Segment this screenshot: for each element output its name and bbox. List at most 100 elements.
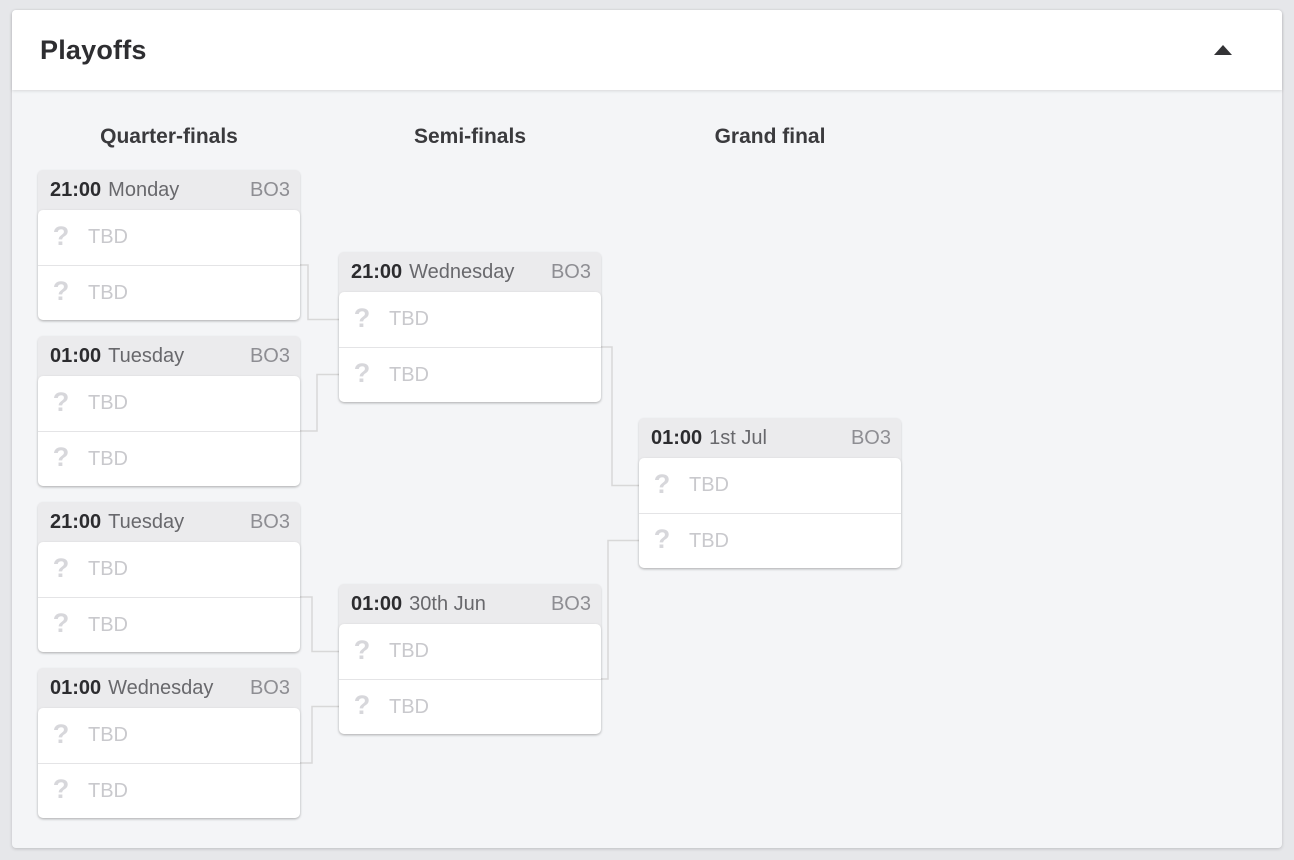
caret-up-icon <box>1214 45 1232 55</box>
match-time: 21:00 <box>351 260 403 283</box>
collapse-button[interactable] <box>1204 35 1242 65</box>
team-slot: ? TBD <box>38 376 300 431</box>
match-header: 01:00 30th Jun BO3 <box>339 584 601 624</box>
match-format: BO3 <box>249 676 290 699</box>
connector-line <box>601 539 639 680</box>
team-slot: ? TBD <box>639 458 901 513</box>
team-slot: ? TBD <box>38 708 300 763</box>
team-slot: ? TBD <box>639 513 901 568</box>
team-name: TBD <box>689 474 729 496</box>
connector-line <box>601 346 639 487</box>
team-slot: ? TBD <box>38 431 300 486</box>
match-teams: ? TBD ? TBD <box>339 624 601 734</box>
unknown-team-icon: ? <box>52 608 70 638</box>
match-header: 21:00 Monday BO3 <box>38 170 300 210</box>
match-teams: ? TBD ? TBD <box>639 458 901 568</box>
team-slot: ? TBD <box>339 347 601 402</box>
team-slot: ? TBD <box>38 597 300 652</box>
match-header: 01:00 Wednesday BO3 <box>38 668 300 708</box>
team-name: TBD <box>88 281 128 304</box>
match-header: 21:00 Wednesday BO3 <box>339 252 601 292</box>
match-card[interactable]: 21:00 Tuesday BO3 ? TBD ? TBD <box>38 502 300 652</box>
team-name: TBD <box>88 724 128 746</box>
match-time: 01:00 <box>651 426 703 449</box>
match-card[interactable]: 01:00 30th Jun BO3 ? TBD ? TBD <box>339 584 601 734</box>
team-name: TBD <box>88 447 128 470</box>
unknown-team-icon: ? <box>52 276 70 306</box>
match-card[interactable]: 21:00 Monday BO3 ? TBD ? TBD <box>38 170 300 320</box>
unknown-team-icon: ? <box>52 220 70 251</box>
match-card[interactable]: 21:00 Wednesday BO3 ? TBD ? TBD <box>339 252 601 402</box>
team-slot: ? TBD <box>339 624 601 679</box>
bracket-area: Quarter-finals Semi-finals Grand final 2… <box>12 90 1282 848</box>
match-format: BO3 <box>249 178 290 201</box>
team-name: TBD <box>88 613 128 636</box>
match-format: BO3 <box>249 510 290 533</box>
team-name: TBD <box>389 363 429 386</box>
unknown-team-icon: ? <box>353 690 371 720</box>
match-date: Tuesday <box>108 344 185 367</box>
match-time: 01:00 <box>351 592 403 615</box>
team-slot: ? TBD <box>38 542 300 597</box>
match-date: Wednesday <box>108 676 214 699</box>
team-name: TBD <box>88 558 128 580</box>
unknown-team-icon: ? <box>52 386 70 417</box>
team-slot: ? TBD <box>38 265 300 320</box>
match-time: 21:00 <box>50 178 102 201</box>
match-teams: ? TBD ? TBD <box>38 542 300 652</box>
unknown-team-icon: ? <box>52 552 70 583</box>
match-card[interactable]: 01:00 Tuesday BO3 ? TBD ? TBD <box>38 336 300 486</box>
team-name: TBD <box>88 392 128 414</box>
match-format: BO3 <box>550 592 591 615</box>
team-name: TBD <box>689 529 729 552</box>
match-format: BO3 <box>850 426 891 449</box>
round-label-quarter-finals: Quarter-finals <box>100 125 238 148</box>
team-name: TBD <box>88 226 128 248</box>
match-teams: ? TBD ? TBD <box>38 376 300 486</box>
panel-header: Playoffs <box>12 10 1282 90</box>
team-name: TBD <box>88 779 128 802</box>
match-format: BO3 <box>249 344 290 367</box>
match-date: Tuesday <box>108 510 185 533</box>
team-slot: ? TBD <box>38 763 300 818</box>
match-date: 1st Jul <box>709 426 767 449</box>
unknown-team-icon: ? <box>653 468 671 499</box>
match-teams: ? TBD ? TBD <box>339 292 601 402</box>
unknown-team-icon: ? <box>52 442 70 472</box>
unknown-team-icon: ? <box>353 302 371 333</box>
team-name: TBD <box>389 308 429 330</box>
team-slot: ? TBD <box>339 292 601 347</box>
match-date: Wednesday <box>409 260 515 283</box>
unknown-team-icon: ? <box>353 634 371 665</box>
round-label-grand-final: Grand final <box>714 125 826 148</box>
connector-line <box>300 705 339 764</box>
team-slot: ? TBD <box>339 679 601 734</box>
round-label-semi-finals: Semi-finals <box>413 125 527 148</box>
unknown-team-icon: ? <box>353 358 371 388</box>
match-header: 01:00 Tuesday BO3 <box>38 336 300 376</box>
connector-line <box>300 264 339 321</box>
team-name: TBD <box>389 695 429 718</box>
match-card[interactable]: 01:00 Wednesday BO3 ? TBD ? TBD <box>38 668 300 818</box>
playoffs-panel: Playoffs Quarter-finals Semi-finals Gran… <box>12 10 1282 848</box>
team-name: TBD <box>389 640 429 662</box>
match-teams: ? TBD ? TBD <box>38 210 300 320</box>
match-time: 01:00 <box>50 344 102 367</box>
bracket-connectors <box>300 264 639 764</box>
match-time: 01:00 <box>50 676 102 699</box>
match-format: BO3 <box>550 260 591 283</box>
match-date: 30th Jun <box>409 592 486 615</box>
match-date: Monday <box>108 178 180 201</box>
panel-title: Playoffs <box>40 34 147 65</box>
team-slot: ? TBD <box>38 210 300 265</box>
match-card[interactable]: 01:00 1st Jul BO3 ? TBD ? TBD <box>639 418 901 568</box>
unknown-team-icon: ? <box>653 524 671 554</box>
unknown-team-icon: ? <box>52 774 70 804</box>
match-header: 21:00 Tuesday BO3 <box>38 502 300 542</box>
match-time: 21:00 <box>50 510 102 533</box>
match-teams: ? TBD ? TBD <box>38 708 300 818</box>
connector-line <box>300 373 339 432</box>
unknown-team-icon: ? <box>52 718 70 749</box>
connector-line <box>300 596 339 653</box>
